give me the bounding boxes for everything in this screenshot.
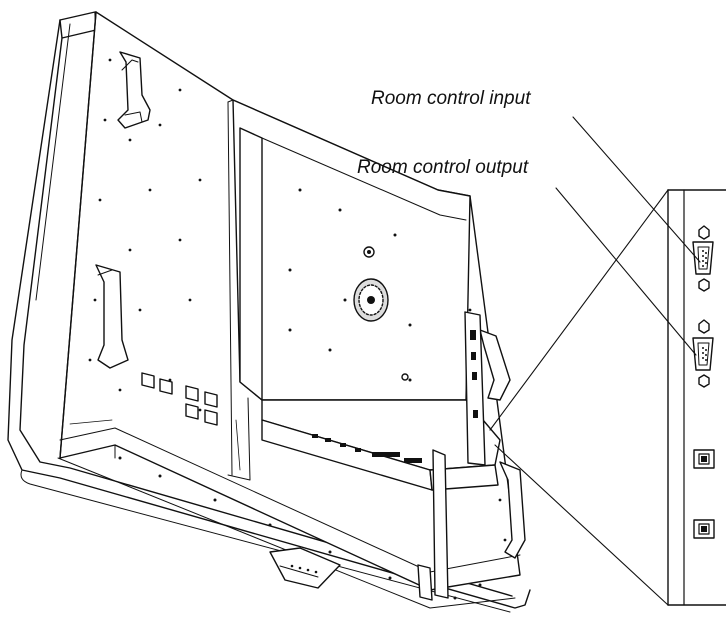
handle-mid-left (95, 264, 129, 369)
db9-input-port (692, 225, 714, 292)
cooling-fan (353, 278, 389, 322)
room-control-input-label: Room control input (371, 88, 531, 109)
handle-right-top (479, 329, 511, 401)
usb-b-port-top (693, 449, 715, 469)
leader-output (555, 187, 697, 356)
connector-bay (261, 311, 501, 601)
handle-top-left (117, 51, 151, 129)
usb-b-port-bottom (693, 519, 715, 539)
vesa-mount-plate (227, 99, 471, 481)
rim-screws (118, 456, 482, 600)
leader-zoom-top (489, 189, 669, 431)
connector-detail-panel (667, 189, 726, 606)
handle-right-bottom (499, 461, 526, 559)
leader-lines (489, 116, 701, 606)
bay-ports (312, 434, 422, 463)
side-brackets (141, 372, 218, 426)
room-control-output-label: Room control output (357, 157, 529, 178)
handles (95, 51, 526, 559)
display-bezel (7, 11, 531, 613)
pen-tray (269, 547, 341, 589)
leader-input (572, 116, 701, 263)
db9-output-port (692, 319, 714, 388)
leader-zoom-bottom (494, 444, 669, 606)
